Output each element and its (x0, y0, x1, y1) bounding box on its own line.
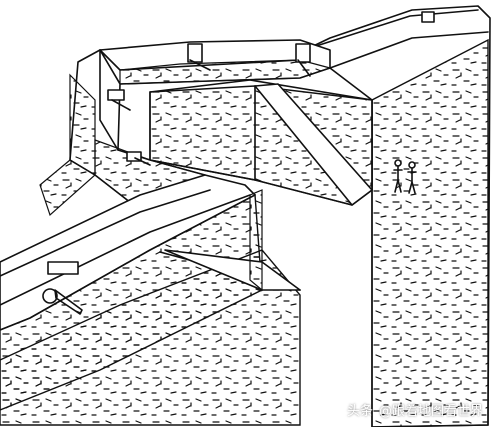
diagonal-ramp (254, 83, 373, 206)
watermark: 头条 @跟着地图看世界 (347, 400, 483, 419)
central-bastion (149, 79, 373, 206)
watermark-handle: @跟着地图看世界 (378, 404, 483, 419)
cannon-upper-left (107, 89, 131, 111)
lower-left-slope (39, 159, 97, 217)
cannon-front-left (42, 261, 83, 315)
cannon-top-center (187, 43, 211, 71)
cannon-top-right (295, 43, 311, 77)
watermark-source: 头条 (346, 404, 373, 419)
front-wall (0, 189, 301, 426)
upper-parapet (99, 39, 333, 85)
human-figures (393, 159, 417, 194)
left-upper-wall (69, 49, 207, 211)
far-wall (304, 5, 491, 427)
figure-left (393, 159, 403, 193)
cannon-far-right (421, 11, 435, 23)
figure-right (407, 161, 417, 194)
cannon-middle (126, 151, 151, 166)
